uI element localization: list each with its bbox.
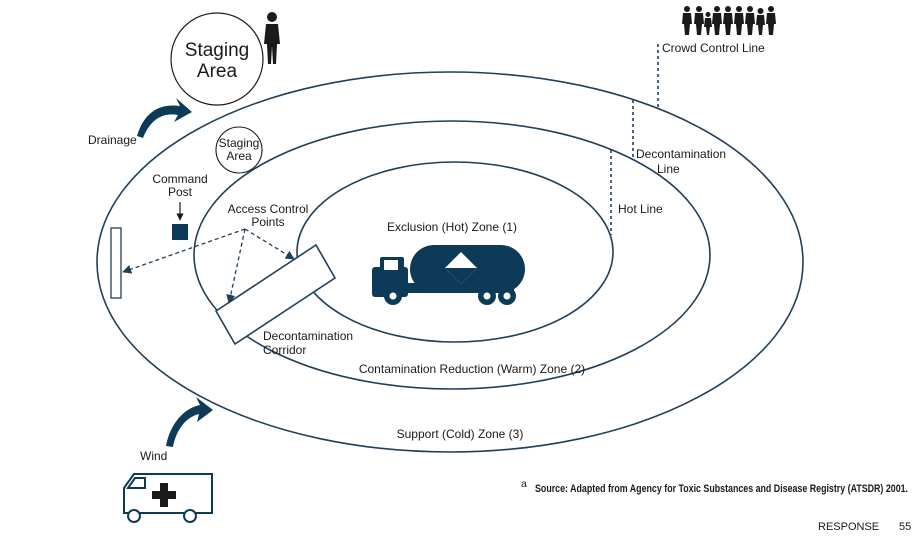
- warm-zone-label: Contamination Reduction (Warm) Zone (2): [359, 362, 585, 376]
- command-post-label: Command: [152, 172, 207, 186]
- drainage-label: Drainage: [88, 133, 137, 147]
- staging-area-outer-label: Staging: [185, 40, 249, 61]
- footer-section-label: RESPONSE: [818, 521, 879, 533]
- command-post-icon: [172, 224, 188, 240]
- access-arrow-left: [122, 228, 246, 274]
- access-arrow-corridor: [226, 228, 246, 304]
- warm-zone-boundary: [193, 120, 711, 390]
- decontamination-corridor: [214, 243, 337, 346]
- decontamination-corridor-label: Decontamination: [263, 329, 353, 343]
- drainage-arrow-icon: [137, 98, 192, 138]
- staging-area-inner-label-2: Area: [226, 149, 252, 163]
- cold-zone-label: Support (Cold) Zone (3): [397, 427, 524, 441]
- staging-area-outer-label-2: Area: [197, 61, 238, 82]
- wind-label: Wind: [140, 449, 167, 463]
- exclusion-zone-label: Exclusion (Hot) Zone (1): [387, 220, 517, 234]
- footnote-source: Source: Adapted from Agency for Toxic Su…: [535, 483, 908, 495]
- access-control-label-2: Points: [251, 215, 284, 229]
- ambulance-icon: [123, 473, 213, 523]
- decontamination-corridor-label-2: Corridor: [263, 343, 306, 357]
- staging-area-outer-circle: [170, 12, 264, 106]
- command-post-label-2: Post: [168, 185, 193, 199]
- access-control-label: Access Control: [228, 202, 309, 216]
- access-gate-left: [110, 227, 122, 299]
- page-number: 55: [899, 521, 911, 533]
- hot-line-label: Hot Line: [618, 202, 663, 216]
- tanker-truck-icon: [372, 245, 525, 305]
- cold-zone-boundary: [96, 71, 804, 453]
- access-arrow-right: [244, 228, 295, 260]
- hot-zone-boundary: [296, 161, 614, 343]
- wind-arrow-icon: [166, 397, 213, 447]
- decontamination-line-label-2: Line: [657, 162, 680, 176]
- footnote-marker: a: [521, 478, 527, 490]
- staging-area-inner-label: Staging: [219, 136, 260, 150]
- crowd-control-line-label: Crowd Control Line: [662, 41, 765, 55]
- crowd-icon: [682, 6, 776, 35]
- decontamination-line-label: Decontamination: [636, 147, 726, 161]
- staging-area-inner-circle: [215, 126, 263, 174]
- person-icon: [264, 12, 280, 64]
